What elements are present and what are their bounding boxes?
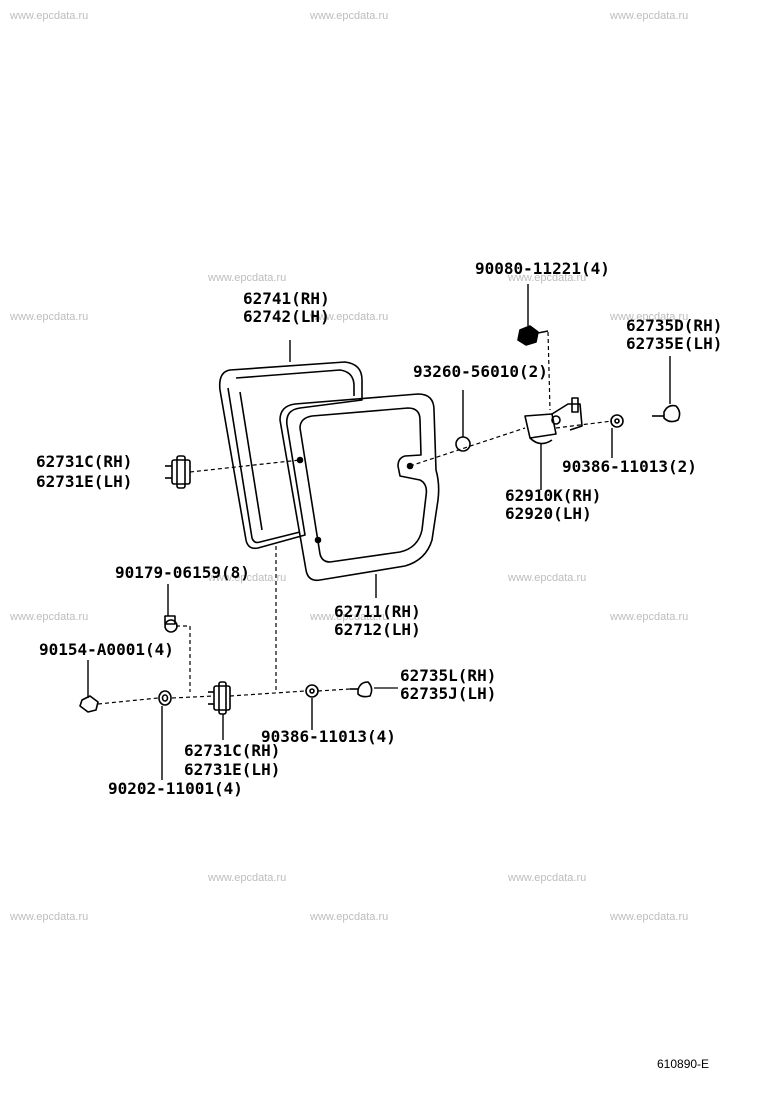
watermark: www.epcdata.ru	[10, 10, 89, 22]
screw-90179	[164, 584, 178, 633]
watermark: www.epcdata.ru	[10, 911, 89, 923]
label-90179-06159: 90179-06159(8)	[115, 563, 250, 582]
latch-assembly	[524, 397, 583, 490]
nut-90386-right	[610, 414, 624, 458]
label-62735e: 62735E(LH)	[626, 334, 723, 353]
cushion-bottom	[350, 681, 398, 698]
label-62741: 62741(RH)	[243, 289, 330, 308]
watermark: www.epcdata.ru	[10, 311, 89, 323]
watermark: www.epcdata.ru	[508, 872, 587, 884]
dashed-leaders	[97, 331, 613, 705]
label-90386-11013-right: 90386-11013(2)	[562, 457, 697, 476]
watermark: www.epcdata.ru	[610, 611, 689, 623]
label-62731e-top: 62731E(LH)	[36, 472, 133, 491]
bolt-90080	[517, 284, 549, 346]
watermark: www.epcdata.ru	[310, 311, 389, 323]
watermark: www.epcdata.ru	[10, 611, 89, 623]
cushion-top-right	[652, 356, 681, 423]
label-90080-11221: 90080-11221(4)	[475, 259, 610, 278]
label-62735l: 62735L(RH)	[400, 666, 497, 685]
label-90154-a0001: 90154-A0001(4)	[39, 640, 174, 659]
label-62711: 62711(RH)	[334, 602, 421, 621]
nut-90154	[79, 660, 99, 713]
watermark: www.epcdata.ru	[508, 272, 587, 284]
label-62735d: 62735D(RH)	[626, 316, 723, 335]
watermark: www.epcdata.ru	[208, 872, 287, 884]
glass-panel	[279, 393, 440, 598]
watermark: www.epcdata.ru	[610, 10, 689, 22]
label-62910k: 62910K(RH)	[505, 486, 602, 505]
watermark: www.epcdata.ru	[208, 272, 287, 284]
label-93260-56010: 93260-56010(2)	[413, 362, 548, 381]
weatherstrip-part	[218, 340, 363, 550]
watermark: www.epcdata.ru	[310, 911, 389, 923]
nut-90386-bottom	[305, 684, 319, 730]
label-62731c-bottom: 62731C(RH)	[184, 741, 281, 760]
watermark: www.epcdata.ru	[208, 572, 287, 584]
washer-90202	[158, 690, 172, 780]
watermark: www.epcdata.ru	[310, 10, 389, 22]
diagram-code: 610890-E	[657, 1057, 710, 1071]
label-90202-11001: 90202-11001(4)	[108, 779, 243, 798]
label-62742: 62742(LH)	[243, 307, 330, 326]
label-62712: 62712(LH)	[334, 620, 421, 639]
label-62731e-bottom: 62731E(LH)	[184, 760, 281, 779]
watermark: www.epcdata.ru	[610, 911, 689, 923]
watermark: www.epcdata.ru	[310, 611, 389, 623]
hinge-top-left	[165, 455, 191, 489]
hinge-bottom	[208, 681, 231, 740]
watermark: www.epcdata.ru	[610, 311, 689, 323]
watermark: www.epcdata.ru	[508, 572, 587, 584]
clip-93260	[455, 390, 471, 452]
label-62920: 62920(LH)	[505, 504, 592, 523]
label-62735j: 62735J(LH)	[400, 684, 497, 703]
label-90386-11013-bottom: 90386-11013(4)	[261, 727, 396, 746]
label-62731c-top: 62731C(RH)	[36, 452, 133, 471]
